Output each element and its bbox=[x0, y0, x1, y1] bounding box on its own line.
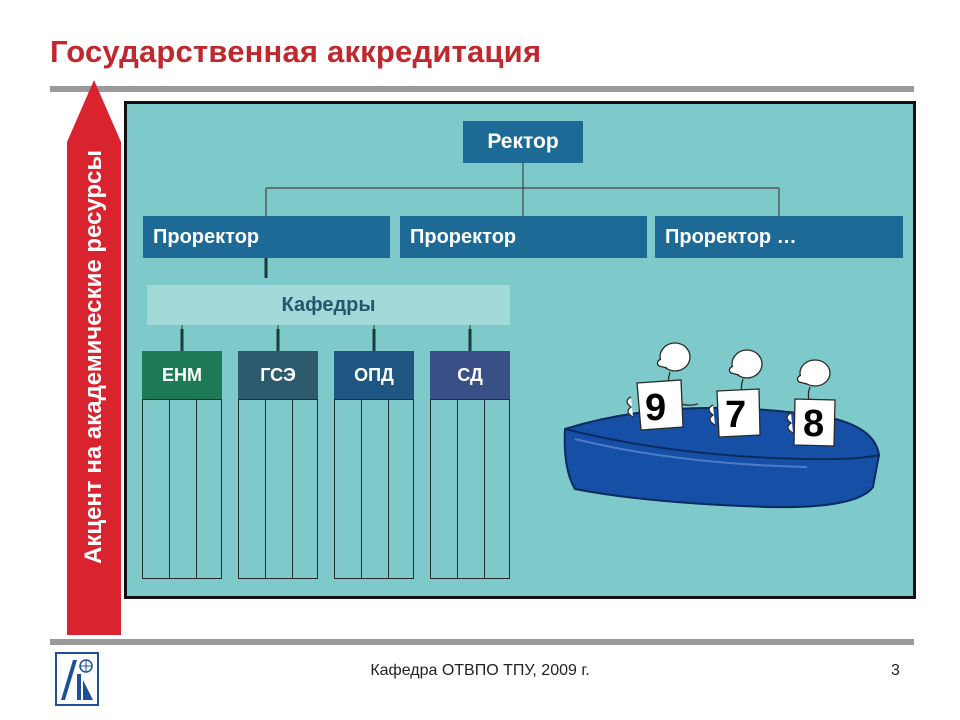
vice-rector-node-1: Проректор bbox=[143, 216, 390, 258]
slide-title: Государственная аккредитация bbox=[50, 34, 542, 69]
department-column-opd bbox=[334, 399, 414, 579]
department-column-enm bbox=[142, 399, 222, 579]
vice-rector-node-2: Проректор bbox=[400, 216, 647, 258]
score-card-1: 9 bbox=[645, 387, 666, 429]
department-column-sd bbox=[430, 399, 510, 579]
department-sd: СД bbox=[430, 351, 510, 399]
rector-node: Ректор bbox=[463, 121, 583, 163]
department-enm: ЕНМ bbox=[142, 351, 222, 399]
department-column-gse bbox=[238, 399, 318, 579]
bottom-divider bbox=[50, 639, 914, 645]
footer-text: Кафедра ОТВПО ТПУ, 2009 г. bbox=[370, 662, 590, 679]
departments-label: Кафедры bbox=[147, 285, 510, 325]
side-arrow bbox=[67, 80, 121, 635]
score-card-2: 7 bbox=[725, 394, 746, 436]
org-chart-panel: Ректор Проректор Проректор Проректор … К… bbox=[124, 101, 916, 599]
side-label: Акцент на академические ресурсы bbox=[80, 149, 107, 565]
department-opd: ОПД bbox=[334, 351, 414, 399]
vice-rector-node-3: Проректор … bbox=[655, 216, 903, 258]
top-divider bbox=[50, 86, 914, 92]
score-card-3: 8 bbox=[803, 403, 824, 445]
jury-illustration: 9 7 8 bbox=[563, 342, 881, 509]
page-number: 3 bbox=[891, 662, 900, 679]
tpu-logo-icon bbox=[55, 652, 99, 706]
department-gse: ГСЭ bbox=[238, 351, 318, 399]
